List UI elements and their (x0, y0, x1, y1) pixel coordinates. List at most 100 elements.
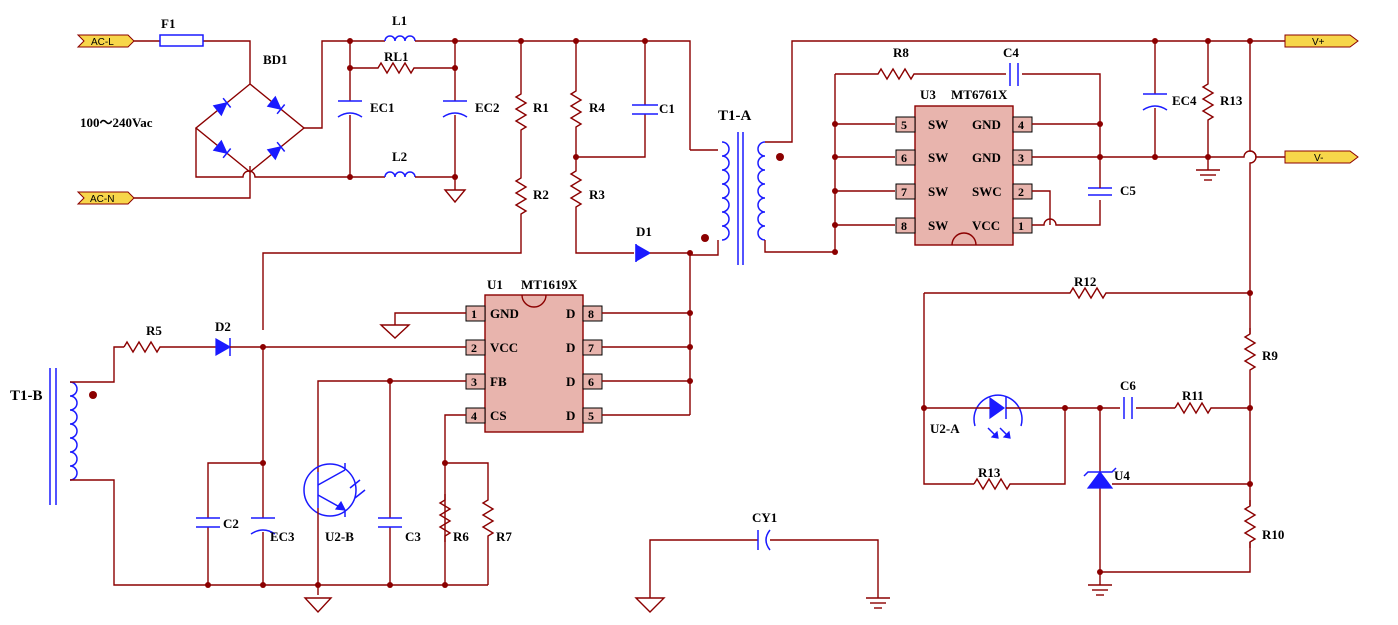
label-ec4: EC4 (1172, 93, 1197, 108)
label-l1: L1 (392, 13, 407, 28)
label-f1: F1 (161, 16, 175, 31)
label-r2: R2 (533, 187, 549, 202)
svg-text:D: D (566, 306, 575, 321)
label-ec2: EC2 (475, 100, 500, 115)
resistor-r11 (1174, 401, 1250, 415)
label-r11: R11 (1182, 388, 1204, 403)
input-section: AC-L AC-N 100～240Vac F1 BD1 L1 L2 (76, 13, 691, 205)
ground-u2b (303, 597, 333, 614)
label-u2b: U2-B (325, 529, 354, 544)
port-v-minus: V- (1284, 150, 1359, 164)
label-r13-bot: R13 (978, 465, 1001, 480)
ground-primary-cy1 (634, 597, 666, 613)
u1-pin-row-3: 3 FB D 6 (465, 373, 603, 390)
port-ac-l: AC-L (76, 34, 135, 48)
u1-pin-row-4: 4 CS D 5 (465, 407, 603, 424)
label-c3: C3 (405, 529, 421, 544)
label-u4: U4 (1114, 468, 1130, 483)
resistor-r7 (482, 493, 494, 543)
label-r9: R9 (1262, 348, 1278, 363)
resistor-r12 (924, 286, 1250, 300)
ic-u1 (484, 294, 584, 433)
label-ec3: EC3 (270, 529, 295, 544)
svg-text:GND: GND (972, 117, 1001, 132)
label-t1b: T1-B (10, 388, 43, 404)
label-c2: C2 (223, 516, 239, 531)
svg-text:VCC: VCC (490, 340, 518, 355)
resistor-r1 (515, 87, 527, 137)
capacitor-ec2 (442, 112, 468, 118)
u1-pin-row-1: 1 GND D 8 (465, 305, 603, 322)
svg-text:SW: SW (928, 218, 948, 233)
resistor-r13-output (1202, 77, 1214, 127)
label-l2: L2 (392, 149, 407, 164)
label-c6: C6 (1120, 378, 1136, 393)
label-cy1: CY1 (752, 510, 777, 525)
resistor-r10 (1244, 499, 1256, 549)
svg-text:8: 8 (588, 307, 594, 321)
svg-text:D: D (566, 408, 575, 423)
label-r4: R4 (589, 100, 605, 115)
inductor-l1 (384, 35, 416, 42)
label-u3-part: MT6761X (951, 87, 1008, 102)
shunt-regulator-u4 (1083, 467, 1117, 489)
label-d1: D1 (636, 224, 652, 239)
svg-text:6: 6 (588, 375, 594, 389)
feedback-section: R12 R9 R13 U2-A C6 R11 (921, 41, 1284, 596)
svg-text:4: 4 (1018, 118, 1024, 132)
svg-text:GND: GND (972, 150, 1001, 165)
svg-text:D: D (566, 340, 575, 355)
label-r5: R5 (146, 323, 162, 338)
label-r10: R10 (1262, 527, 1284, 542)
optocoupler-u2b (303, 463, 366, 517)
label-r13-top: R13 (1220, 93, 1243, 108)
capacitor-ec1 (337, 112, 363, 118)
svg-text:3: 3 (471, 375, 477, 389)
svg-text:8: 8 (901, 219, 907, 233)
primary-section: R1 R2 R4 R3 C1 D1 T1-A (262, 41, 784, 415)
resistor-r13-feedback (973, 408, 1066, 491)
ground-u1 (379, 324, 411, 339)
svg-text:V-: V- (1314, 153, 1323, 164)
svg-text:6: 6 (901, 151, 907, 165)
transformer-t1a (690, 132, 784, 265)
svg-text:SW: SW (928, 184, 948, 199)
svg-text:2: 2 (1018, 185, 1024, 199)
label-u1: U1 (487, 277, 503, 292)
inductor-l2 (384, 171, 416, 178)
label-bd1: BD1 (263, 52, 288, 67)
u3-pin-row-4: 8 SW VCC 1 (895, 217, 1033, 234)
u1-pin-row-2: 2 VCC D 7 (465, 339, 603, 356)
fuse-f1 (159, 34, 204, 47)
label-u3: U3 (920, 87, 936, 102)
svg-text:5: 5 (901, 118, 907, 132)
label-r8: R8 (893, 45, 909, 60)
label-c4: C4 (1003, 45, 1019, 60)
svg-text:VCC: VCC (972, 218, 1000, 233)
label-r1: R1 (533, 100, 549, 115)
svg-text:SW: SW (928, 117, 948, 132)
svg-text:AC-L: AC-L (91, 37, 114, 48)
svg-text:1: 1 (471, 307, 477, 321)
ic-u3 (914, 105, 1014, 246)
resistor-r2 (515, 171, 527, 221)
port-ac-n: AC-N (76, 191, 135, 205)
controller-section: U1 MT1619X 1 GND D 8 2 VCC D 7 3 FB D 6 (263, 277, 690, 588)
svg-text:2: 2 (471, 341, 477, 355)
svg-text:V+: V+ (1312, 37, 1325, 48)
label-r3: R3 (589, 187, 605, 202)
resistor-r5 (123, 340, 216, 354)
svg-text:7: 7 (901, 185, 907, 199)
ground-output (1196, 169, 1220, 181)
input-voltage-label: 100～240Vac (80, 115, 153, 130)
diode-d2 (215, 337, 232, 357)
label-rl1: RL1 (384, 49, 409, 64)
resistor-rl1 (349, 41, 455, 75)
resistor-r3 (570, 164, 582, 214)
u3-pin-row-3: 7 SW SWC 2 (895, 183, 1033, 200)
ground-input (443, 189, 467, 204)
label-c1: C1 (659, 101, 675, 116)
label-r12: R12 (1074, 274, 1096, 289)
ground-secondary-cy1 (866, 597, 890, 609)
